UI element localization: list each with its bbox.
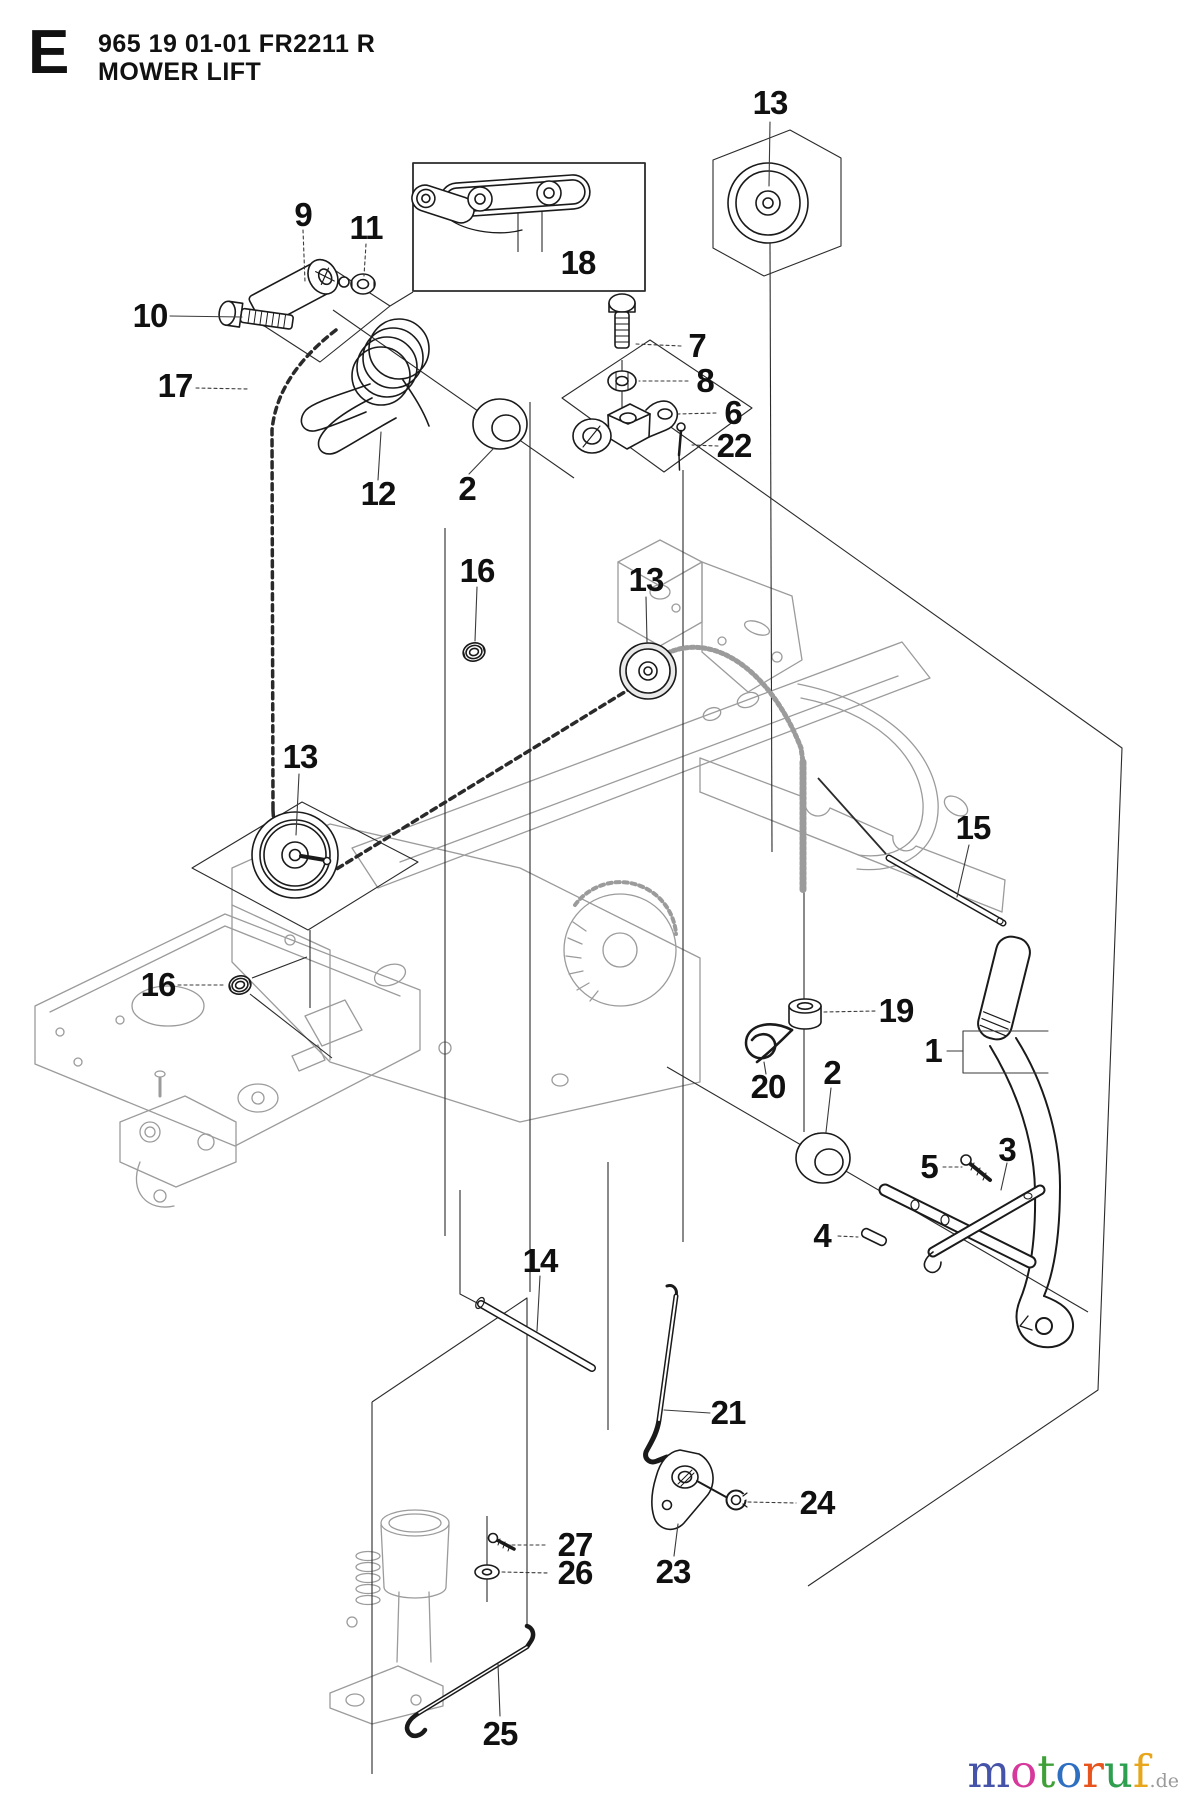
part-lift-tube: [878, 1183, 1037, 1269]
watermark-letter-u: u: [1103, 1745, 1133, 1798]
callout-pulley-middle: 13: [628, 561, 665, 598]
part-20-hairpin-cotter: [744, 1023, 794, 1064]
part-7-bolt: [608, 293, 636, 349]
callout-latch-plate: 3: [998, 1131, 1016, 1168]
callout-pin: 22: [716, 427, 753, 464]
callout-hairpin-cotter: 20: [750, 1068, 787, 1105]
part-10-bolt: [218, 300, 294, 330]
callout-flange-nut-lower: 16: [140, 966, 177, 1003]
part-5-screw: [960, 1154, 992, 1182]
part-16-flange-nut-lower: [228, 975, 252, 995]
part-16-flange-nut-upper: [462, 642, 486, 662]
callout-nut: 8: [696, 362, 714, 399]
section-letter: E: [28, 18, 70, 87]
callout-leader-lines: [169, 121, 1049, 1717]
callout-lift-handle: 1: [924, 1032, 942, 1069]
panel-outlines: [191, 129, 1123, 1774]
callout-rod: 15: [955, 809, 992, 846]
cable-loop: [649, 644, 806, 765]
watermark-word: motoruf: [967, 1745, 1149, 1798]
part-1-lift-handle: [977, 935, 1075, 1349]
part-15-rod: [885, 854, 1007, 927]
cam-cable: [573, 880, 678, 936]
part-18-chain-link-detail: [411, 174, 591, 234]
callout-bolt: 7: [688, 327, 706, 364]
part-24-snap-ring: [725, 1489, 750, 1511]
watermark-letter-m: m: [967, 1745, 1011, 1798]
chassis-drawing: [34, 539, 1006, 1725]
watermark-letter-f: f: [1132, 1745, 1150, 1798]
callout-lift-rod: 21: [710, 1394, 747, 1431]
part-14-rod: [475, 1296, 596, 1372]
diagram-header: 965 19 01-01 FR2211 R MOWER LIFT: [98, 30, 375, 86]
part-12-torsion-spring: [300, 318, 430, 455]
callout-pivot-bracket: 6: [724, 394, 742, 431]
callout-rod: 14: [522, 1242, 559, 1279]
callout-bushing-front: 2: [458, 470, 476, 507]
part-4-pin: [860, 1227, 888, 1247]
callout-pin: 4: [813, 1217, 831, 1254]
watermark-letter-o: o: [1010, 1745, 1038, 1798]
part-number: 965 19 01-01 FR2211 R: [98, 30, 376, 58]
part-13-pulley-top: [727, 162, 809, 244]
part-2-bushing-front: [472, 398, 528, 450]
part-23-cam-bracket: [651, 1449, 727, 1531]
callout-chain-link-detail: 18: [560, 244, 597, 281]
callout-screw: 5: [920, 1148, 938, 1185]
callout-chain-anchor: 9: [294, 196, 312, 233]
part-13-pulley-left: [251, 811, 339, 899]
part-22-pin: [676, 422, 686, 471]
callout-bushing-rear: 2: [823, 1054, 841, 1091]
part-6-pivot-bracket: [572, 400, 678, 454]
part-19-collar: [788, 998, 822, 1030]
part-13-pulley-middle: [619, 642, 677, 700]
part-11-nut: [350, 273, 376, 295]
callout-washer: 26: [557, 1554, 594, 1591]
watermark-tld: .de: [1149, 1770, 1179, 1792]
part-8-nut: [607, 370, 637, 392]
part-21-lift-rod: [643, 1284, 679, 1465]
callout-cam-bracket: 23: [655, 1553, 692, 1590]
part-27-screw: [487, 1532, 516, 1552]
callout-bolt: 10: [132, 297, 169, 334]
page-title: MOWER LIFT: [98, 58, 262, 86]
callout-chain: 17: [157, 367, 194, 404]
callout-nut: 11: [349, 209, 384, 246]
callout-snap-ring: 24: [799, 1484, 836, 1521]
callout-pulley-left: 13: [282, 738, 319, 775]
callout-pulley-top: 13: [752, 84, 789, 121]
watermark-letter-t: t: [1037, 1745, 1056, 1798]
part-3-latch-plate: [923, 1184, 1046, 1274]
part-25-bent-rod: [404, 1623, 536, 1739]
watermark-letter-o: o: [1055, 1745, 1083, 1798]
callout-torsion-spring: 12: [360, 475, 397, 512]
watermark-letter-r: r: [1082, 1745, 1104, 1798]
callout-flange-nut-upper: 16: [459, 552, 496, 589]
callout-bent-rod: 25: [482, 1715, 519, 1752]
part-2-bushing-rear: [795, 1132, 851, 1184]
watermark-logo: motoruf.de: [967, 1749, 1179, 1794]
part-26-washer: [474, 1564, 500, 1580]
lift-chain: [270, 328, 338, 812]
callout-collar: 19: [878, 992, 915, 1029]
callout-screw: 27: [557, 1526, 594, 1563]
